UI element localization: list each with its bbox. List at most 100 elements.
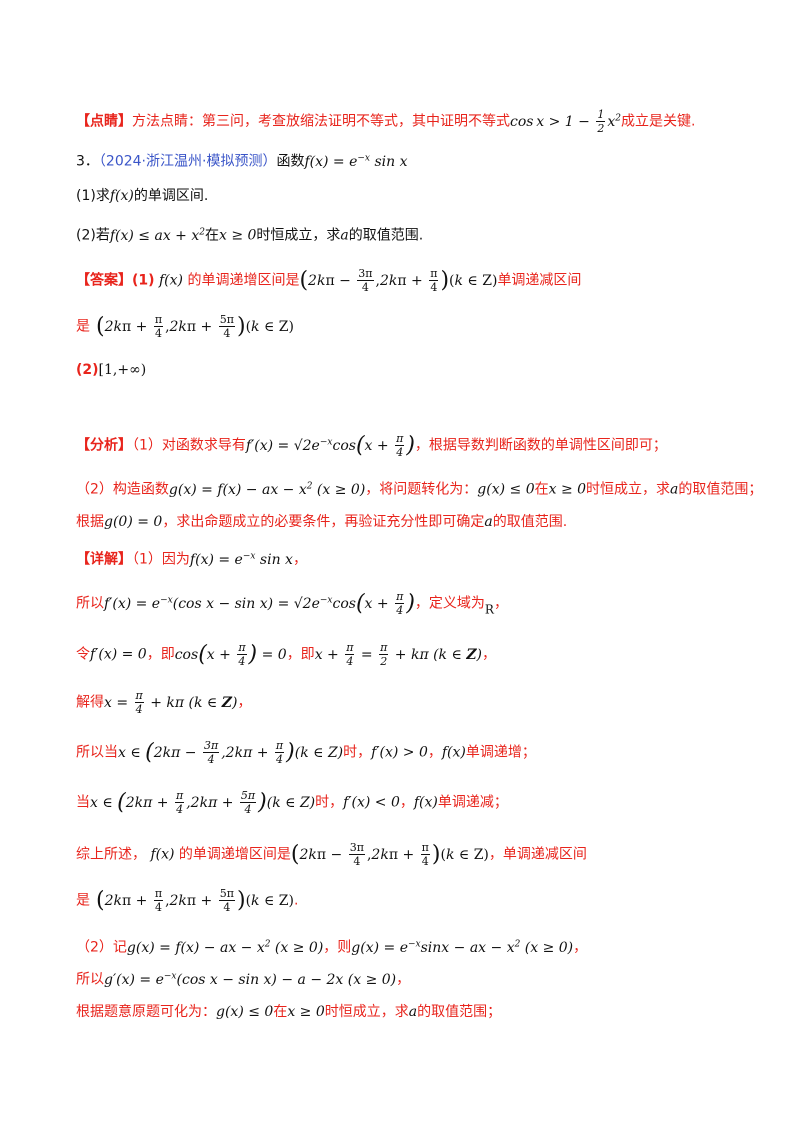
q2-math-3: a	[340, 227, 349, 244]
problem-source: （2024·浙江温州·模拟预测）	[98, 153, 277, 170]
detail-l10-text: 所以	[76, 971, 104, 988]
detail-l11-text-4: 的取值范围；	[417, 1004, 502, 1020]
detail-l7-text-2: 的单调递增区间是	[178, 846, 291, 863]
analysis-s3-math: g(0) = 0	[104, 514, 163, 530]
detail-l3-math-1: f′(x) = 0	[90, 646, 147, 663]
detail-l5-text-1: 所以当	[76, 744, 118, 761]
detail-l6-math-3: f(x)	[413, 794, 438, 811]
answer-p2-label: (2)	[76, 362, 99, 378]
analysis-label: 【分析】	[76, 437, 132, 454]
answer-p1-label: (1)	[132, 272, 155, 289]
detail-l9-math-2: g(x) = e−xsinx − ax − x2 (x ≥ 0)	[351, 939, 574, 956]
q2-text-2: 在	[204, 227, 219, 244]
analysis-line-2: （2）构造函数g(x) = f(x) − ax − x2 (x ≥ 0)，将问题…	[76, 476, 762, 500]
analysis-s3-text-3: 的取值范围.	[492, 514, 568, 530]
q1-math: f(x)	[109, 188, 134, 204]
detail-l1-text: 因为	[161, 551, 190, 568]
detail-l6-math-2: f′(x) < 0	[343, 794, 400, 811]
answer-line-3: (2)[1,+∞)	[76, 360, 146, 380]
q2-math-2: x ≥ 0	[218, 227, 257, 244]
detail-l11-math-1: g(x) ≤ 0	[216, 1004, 274, 1020]
analysis-s3-text-1: 根据	[76, 514, 104, 530]
problem-number: 3．	[76, 153, 99, 170]
analysis-line-3: 根据g(0) = 0，求出命题成立的必要条件，再验证充分性即可确定a的取值范围.	[76, 512, 567, 532]
detail-l5-math-3: f(x)	[441, 744, 466, 761]
dianjing-text-2: 成立是关键.	[620, 113, 696, 130]
detail-line-1: 【详解】（1）因为f(x) = e−x sin x，	[76, 551, 307, 568]
detail-l7-text-3: ，单调递减区间	[488, 846, 587, 863]
answer-p1-text-1: 的单调递增区间是	[187, 272, 300, 289]
analysis-s2-label: （2）	[76, 481, 113, 498]
detail-l1-math: f(x) = e−x sin x	[189, 551, 293, 568]
detail-l2-text-2: ，定义域为	[414, 595, 485, 612]
analysis-s1-text-1: 对函数求导有	[161, 437, 246, 454]
analysis-s2-text-4: 时恒成立，求	[586, 481, 671, 498]
detail-l3-text-2: ，即	[146, 646, 175, 663]
detail-l3-text-3: ，即	[286, 646, 315, 663]
detail-l11-math-3: a	[408, 1004, 418, 1020]
q2-text-4: 的取值范围.	[348, 227, 424, 244]
dianjing-label: 【点睛】	[76, 113, 132, 130]
answer-p1-text-2: 单调递减区间	[497, 272, 582, 289]
detail-l9-text-2: ，则	[323, 939, 352, 956]
analysis-s2-math-4: a	[670, 481, 679, 498]
question-2-line: (2)若f(x) ≤ ax + x2在x ≥ 0时恒成立，求a的取值范围.	[76, 222, 423, 246]
question-1-line: (1)求f(x)的单调区间.	[76, 186, 208, 206]
detail-l9-text-1: 记	[112, 939, 127, 956]
q2-math-1: f(x) ≤ ax + x2	[109, 227, 205, 244]
detail-l6-text-1: 当	[76, 794, 90, 811]
analysis-s2-text-3: 在	[534, 481, 549, 498]
detail-l9-label: （2）	[76, 939, 113, 956]
analysis-s2-math-1: g(x) = f(x) − ax − x2 (x ≥ 0)	[168, 481, 366, 498]
detail-line-11: 根据题意原题可化为：g(x) ≤ 0在x ≥ 0时恒成立，求a的取值范围；	[76, 1002, 501, 1022]
detail-l5-text-3: 单调递增；	[465, 744, 536, 761]
analysis-s2-math-3: x ≥ 0	[548, 481, 587, 498]
detail-label: 【详解】	[76, 551, 132, 568]
detail-l7-math-1: f(x)	[146, 846, 179, 863]
q1-text-2: 的单调区间.	[133, 188, 209, 204]
q2-text-3: 时恒成立，求	[256, 227, 341, 244]
analysis-s2-text-5: 的取值范围；	[678, 481, 763, 498]
analysis-s2-text-1: 构造函数	[112, 481, 169, 498]
answer-fx: f(x)	[154, 272, 188, 289]
detail-l11-math-2: x ≥ 0	[287, 1004, 325, 1020]
detail-l11-text-1: 根据题意原题可化为：	[76, 1004, 216, 1020]
detail-l11-text-2: 在	[273, 1004, 288, 1020]
detail-l2-R: R	[484, 602, 494, 617]
detail-l1-label: （1）	[132, 551, 162, 568]
analysis-s3-math-2: a	[484, 514, 493, 530]
q1-text-1: 求	[95, 188, 110, 204]
detail-l4-text: 解得	[76, 694, 104, 711]
answer-p2-value: [1,+∞)	[98, 362, 147, 378]
analysis-s2-text-2: ，将问题转化为：	[365, 481, 478, 498]
detail-line-2: 所以f′(x) = e−x(cos x − sin x) = √2e−xcos(…	[76, 590, 508, 618]
problem-func: f(x) = e−x sin x	[304, 153, 408, 170]
analysis-s3-text-2: ，求出命题成立的必要条件，再验证充分性即可确定	[162, 514, 485, 530]
q1-label: (1)	[76, 188, 96, 204]
analysis-s1-label: （1）	[132, 437, 162, 454]
detail-l7-text-1: 综上所述，	[76, 846, 146, 863]
q2-text-1: 若	[95, 227, 110, 244]
detail-line-9: （2）记g(x) = f(x) − ax − x2 (x ≥ 0)，则g(x) …	[76, 939, 588, 956]
detail-l6-text-3: 单调递减；	[437, 794, 508, 811]
detail-l6-text-2: 时，	[315, 794, 344, 811]
detail-l5-math-2: f′(x) > 0	[371, 744, 428, 761]
